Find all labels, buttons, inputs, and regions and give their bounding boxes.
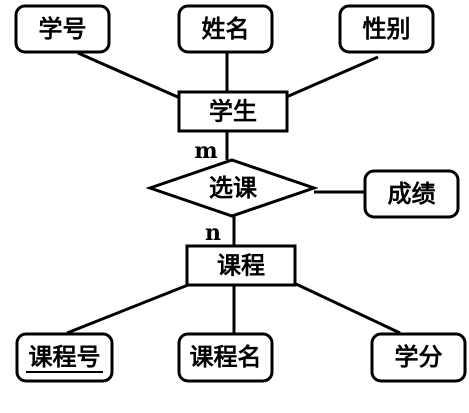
attribute-name-label: 姓名 <box>202 15 250 43</box>
attribute-course-name: 课程名 <box>177 332 274 383</box>
cardinality-n: n <box>205 220 221 246</box>
attribute-grade-label: 成绩 <box>388 180 436 208</box>
entity-course-label: 课程 <box>217 252 265 280</box>
attribute-student-id-label: 学号 <box>39 15 87 43</box>
attribute-gender-label: 性别 <box>363 15 411 43</box>
relationship-enroll-label: 选课 <box>209 174 258 202</box>
entity-student: 学生 <box>177 90 289 133</box>
attribute-credit-label: 学分 <box>395 343 443 371</box>
entity-student-label: 学生 <box>209 98 257 126</box>
connectors <box>66 51 401 335</box>
attribute-student-id: 学号 <box>14 4 111 54</box>
attribute-credit: 学分 <box>370 332 467 383</box>
connector-gender <box>283 55 379 100</box>
entity-course: 课程 <box>185 244 297 287</box>
attribute-course-id-label: 课程号 <box>29 343 101 371</box>
connector-course-id <box>66 283 189 335</box>
connector-student-id <box>77 51 181 100</box>
attribute-course-id: 课程号 <box>15 332 114 383</box>
attribute-course-name-label: 课程名 <box>190 343 262 371</box>
attribute-name: 姓名 <box>177 4 274 54</box>
cardinality-m: m <box>194 138 217 164</box>
relationship-enroll: 选课 <box>145 158 319 218</box>
attribute-gender: 性别 <box>338 4 435 54</box>
attribute-grade: 成绩 <box>363 169 460 219</box>
connector-credit <box>295 282 401 335</box>
